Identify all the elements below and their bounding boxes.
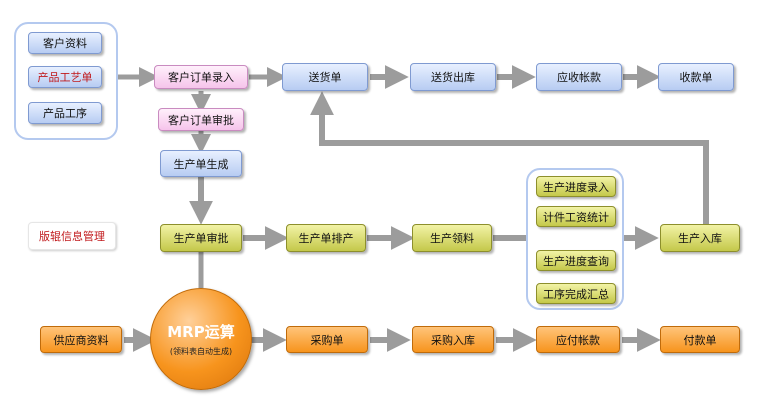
node-order-review[interactable]: 客户订单审批 (158, 108, 244, 131)
node-progress-query[interactable]: 生产进度查询 (536, 250, 616, 271)
node-product-process-sheet[interactable]: 产品工艺单 (28, 66, 102, 88)
node-version-control[interactable]: 版辊信息管理 (28, 222, 116, 250)
node-order-entry[interactable]: 客户订单录入 (154, 65, 248, 89)
mrp-title: MRP运算 (167, 323, 235, 341)
node-production-review[interactable]: 生产单审批 (160, 224, 242, 252)
node-mrp[interactable]: MRP运算 (领料表自动生成) (150, 288, 252, 390)
node-purchase-in[interactable]: 采购入库 (412, 326, 494, 353)
node-payment[interactable]: 付款单 (660, 326, 740, 353)
node-payables[interactable]: 应付帐款 (536, 326, 620, 353)
node-production-schedule[interactable]: 生产单排产 (286, 224, 366, 252)
node-process-summary[interactable]: 工序完成汇总 (536, 283, 616, 304)
mrp-subtitle: (领料表自动生成) (169, 347, 233, 356)
node-supplier-info[interactable]: 供应商资料 (40, 326, 122, 353)
node-delivery-note[interactable]: 送货单 (282, 63, 368, 91)
node-purchase-order[interactable]: 采购单 (286, 326, 368, 353)
node-piece-wage-stats[interactable]: 计件工资统计 (536, 206, 616, 227)
node-customer-info[interactable]: 客户资料 (28, 32, 102, 54)
node-progress-entry[interactable]: 生产进度录入 (536, 176, 616, 197)
node-production-order-gen[interactable]: 生产单生成 (160, 150, 242, 177)
node-production-in[interactable]: 生产入库 (660, 224, 740, 252)
node-receipt[interactable]: 收款单 (658, 63, 734, 91)
node-delivery-out[interactable]: 送货出库 (410, 63, 496, 91)
node-material-issue[interactable]: 生产领料 (412, 224, 492, 252)
node-product-process[interactable]: 产品工序 (28, 102, 102, 124)
connector-production-in-to-delivery (310, 91, 709, 224)
node-receivables[interactable]: 应收帐款 (536, 63, 622, 91)
